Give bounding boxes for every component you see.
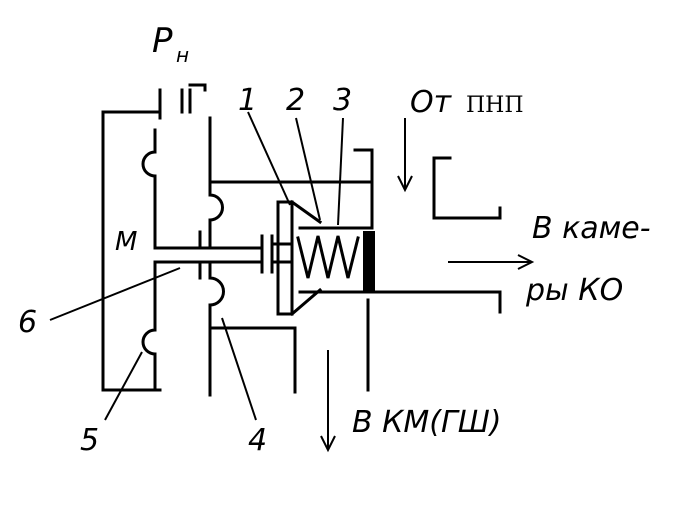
svg-text:ПНП: ПНП bbox=[466, 93, 524, 118]
label-chamber-m: М bbox=[115, 227, 137, 257]
label-part-5: 5 bbox=[80, 423, 99, 458]
chamber-m bbox=[153, 246, 264, 264]
label-part-6: 6 bbox=[18, 305, 37, 340]
label-part-2: 2 bbox=[286, 83, 305, 118]
valve-plate-1 bbox=[276, 199, 323, 317]
label-pressure: P н bbox=[152, 21, 189, 67]
valve-housing-top bbox=[210, 148, 374, 230]
arrow-to-km bbox=[320, 350, 336, 453]
label-from-pnp: От ПНП bbox=[410, 85, 524, 120]
label-to-chamber-1: В каме- bbox=[532, 211, 651, 246]
valve-rod bbox=[260, 234, 292, 274]
svg-text:P: P bbox=[152, 21, 173, 61]
stop-plate-3 bbox=[363, 231, 375, 291]
label-to-km: В КМ(ГШ) bbox=[352, 405, 502, 440]
label-part-1: 1 bbox=[238, 83, 257, 118]
spring-2 bbox=[296, 235, 360, 279]
label-to-chamber-2: ры КО bbox=[525, 273, 623, 308]
label-part-3: 3 bbox=[333, 83, 352, 118]
label-part-4: 4 bbox=[248, 423, 267, 458]
svg-text:н: н bbox=[176, 43, 189, 67]
inner-wall-right bbox=[198, 116, 225, 397]
outlet-chamber bbox=[432, 156, 502, 220]
inner-wall-left bbox=[141, 128, 157, 392]
leader-lines bbox=[49, 111, 344, 421]
inlet-pipe bbox=[180, 83, 207, 114]
valve-housing-bottom bbox=[210, 290, 502, 394]
arrow-from-pnp bbox=[397, 118, 413, 193]
arrow-to-chamber bbox=[448, 254, 535, 270]
svg-text:От: От bbox=[410, 85, 453, 120]
